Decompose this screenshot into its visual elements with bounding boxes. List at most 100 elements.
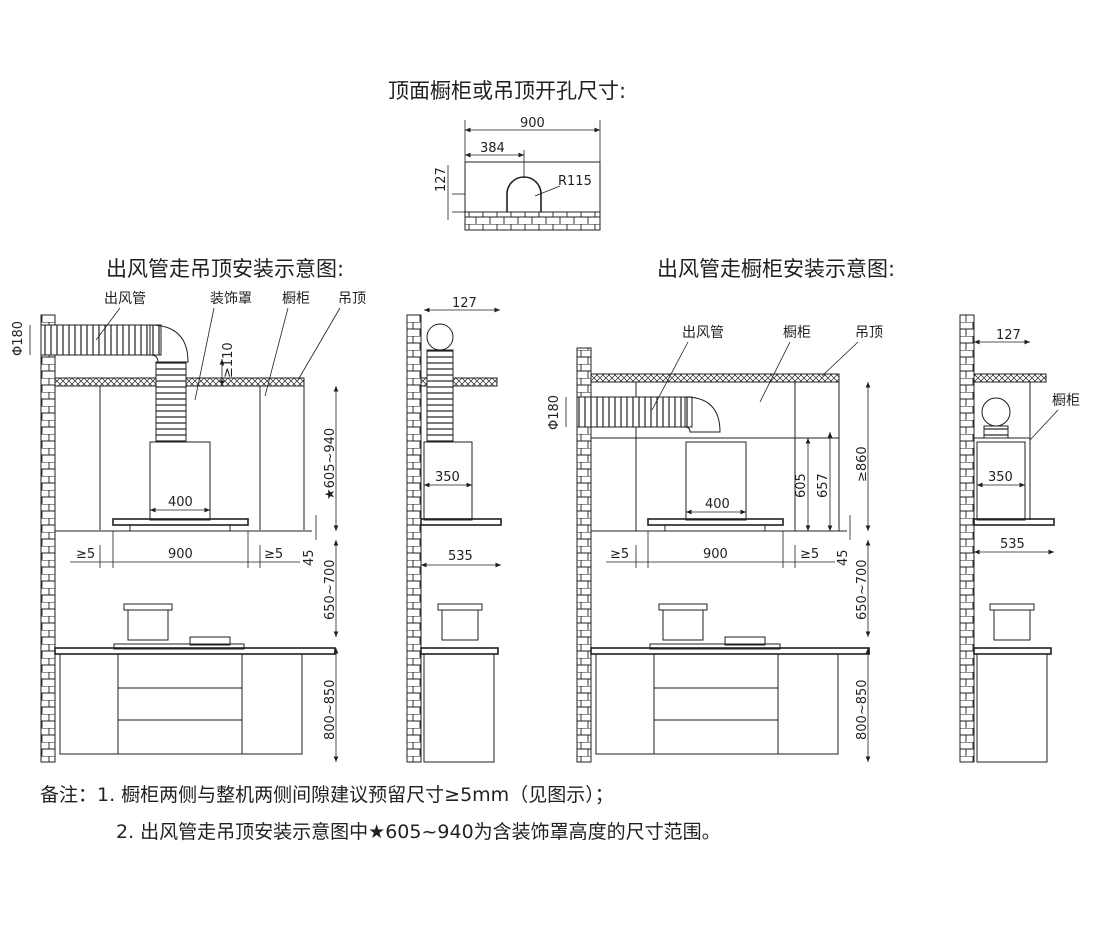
side-pot xyxy=(441,609,479,641)
side-cover xyxy=(976,441,1026,521)
left-dim-duct-dia: Φ180 xyxy=(11,321,26,356)
duct-horizontal xyxy=(40,324,162,356)
side-hood xyxy=(420,518,502,526)
pot-lid xyxy=(123,603,173,611)
right-dim-a: 605 xyxy=(794,473,809,498)
leader xyxy=(1029,409,1059,441)
right-dim-b: 657 xyxy=(816,473,831,498)
left-label-cabinet: 橱柜 xyxy=(282,291,310,307)
left-label-ceiling: 吊顶 xyxy=(338,291,366,307)
left-dim-thickness: 45 xyxy=(302,549,317,566)
notes: 备注：1. 橱柜两侧与整机两侧间隙建议预留尺寸≥5mm（见图示）； 2. 出风管… xyxy=(40,784,721,843)
pot-lid xyxy=(658,603,708,611)
left-dim-counter-height: 800~850 xyxy=(323,679,338,740)
hood-base xyxy=(664,524,766,532)
side-ceiling xyxy=(973,373,1047,383)
side-countertop xyxy=(973,647,1052,655)
side-cover xyxy=(423,441,473,521)
right-dim-cook-height: 650~700 xyxy=(855,559,870,620)
right-dim-thickness: 45 xyxy=(836,549,851,566)
top-view-hole xyxy=(506,176,542,212)
leader xyxy=(95,307,121,341)
cooktop xyxy=(113,643,245,650)
right-label-duct: 出风管 xyxy=(682,325,724,341)
base-cabinet xyxy=(595,653,839,755)
burner-right xyxy=(189,636,231,646)
right-label-cabinet: 橱柜 xyxy=(783,325,811,341)
top-dim-width: 900 xyxy=(520,116,545,131)
pot xyxy=(662,609,704,641)
pot xyxy=(127,609,169,641)
left-dim-cook-height: 650~700 xyxy=(323,559,338,620)
left-dim-gap-right: ≥5 xyxy=(264,547,283,562)
side2-dim-top: 127 xyxy=(996,328,1021,343)
wall xyxy=(40,314,56,763)
base-cabinet xyxy=(59,653,303,755)
right-label-ceiling: 吊顶 xyxy=(855,325,883,341)
leader xyxy=(264,307,289,397)
side-pot-lid xyxy=(437,603,483,611)
top-view: 顶面橱柜或吊顶开孔尺寸: 900 384 127 R115 xyxy=(388,79,626,231)
side-wall xyxy=(959,314,975,763)
left-label-duct: 出风管 xyxy=(104,291,146,307)
left-dim-hood-width: 400 xyxy=(168,495,193,510)
leader-r115 xyxy=(534,185,561,197)
ceiling-slab xyxy=(590,373,840,383)
burner-right xyxy=(724,636,766,646)
side-dim-top: 127 xyxy=(452,296,477,311)
duct-horizontal xyxy=(576,396,693,428)
hood-cover xyxy=(149,441,211,521)
top-view-hatch xyxy=(464,211,601,231)
left-dim-gap-left: ≥5 xyxy=(76,547,95,562)
top-dim-radius: R115 xyxy=(558,174,592,189)
side-duct-stub xyxy=(983,425,1009,439)
side2-label-cabinet: 橱柜 xyxy=(1052,393,1080,409)
side-pot-lid xyxy=(989,603,1035,611)
left-side-view: 127 350 535 xyxy=(406,296,502,763)
side-cabinet xyxy=(976,653,1048,763)
right-side-view: 127 橱柜 350 535 xyxy=(959,314,1080,763)
left-title: 出风管走吊顶安装示意图: xyxy=(106,257,344,281)
hood-cover xyxy=(685,441,747,521)
right-dim-counter-height: 800~850 xyxy=(855,679,870,740)
side-ceiling xyxy=(420,377,498,387)
leader xyxy=(651,341,689,411)
left-dim-body-width: 900 xyxy=(168,547,193,562)
side-cabinet xyxy=(423,653,495,763)
side-countertop xyxy=(420,647,499,655)
side-dim-depth: 535 xyxy=(448,549,473,564)
left-front-view: 出风管走吊顶安装示意图: 400 ≥5 900 ≥5 ★605~940 45 xyxy=(11,257,366,763)
side-wall xyxy=(406,314,422,763)
left-dim-gap-top: ≥110 xyxy=(221,342,236,378)
top-dim-height: 127 xyxy=(434,167,449,192)
wall xyxy=(576,347,592,763)
cooktop xyxy=(649,643,781,650)
side-duct-end xyxy=(426,323,454,351)
leader xyxy=(759,341,791,403)
right-dim-gap-left: ≥5 xyxy=(610,547,629,562)
side2-dim-cover: 350 xyxy=(988,470,1013,485)
right-dim-gap-right: ≥5 xyxy=(800,547,819,562)
note-line-1: 备注：1. 橱柜两侧与整机两侧间隙建议预留尺寸≥5mm（见图示）； xyxy=(40,784,614,806)
side-hood xyxy=(973,518,1055,526)
side-pot xyxy=(993,609,1031,641)
right-dim-duct-dia: Φ180 xyxy=(547,395,562,430)
top-dim-offset: 384 xyxy=(480,141,505,156)
note-line-2: 2. 出风管走吊顶安装示意图中★605~940为含装饰罩高度的尺寸范围。 xyxy=(116,821,721,843)
left-dim-cover-range: ★605~940 xyxy=(323,428,338,500)
leader xyxy=(194,307,215,401)
right-dim-c: ≥860 xyxy=(855,446,870,482)
right-dim-hood-width: 400 xyxy=(705,497,730,512)
side-duct-vertical xyxy=(426,349,454,443)
duct-elbow xyxy=(684,396,721,433)
right-front-view: 出风管走橱柜安装示意图: 400 ≥5 900 ≥5 605 657 ≥860 … xyxy=(547,257,895,763)
right-dim-body-width: 900 xyxy=(703,547,728,562)
right-title: 出风管走橱柜安装示意图: xyxy=(657,257,895,281)
side-dim-cover: 350 xyxy=(435,470,460,485)
hood-base xyxy=(129,524,231,532)
side-duct-end xyxy=(981,397,1011,427)
duct-vertical xyxy=(155,361,187,443)
side2-dim-depth: 535 xyxy=(1000,537,1025,552)
leader xyxy=(297,307,341,381)
